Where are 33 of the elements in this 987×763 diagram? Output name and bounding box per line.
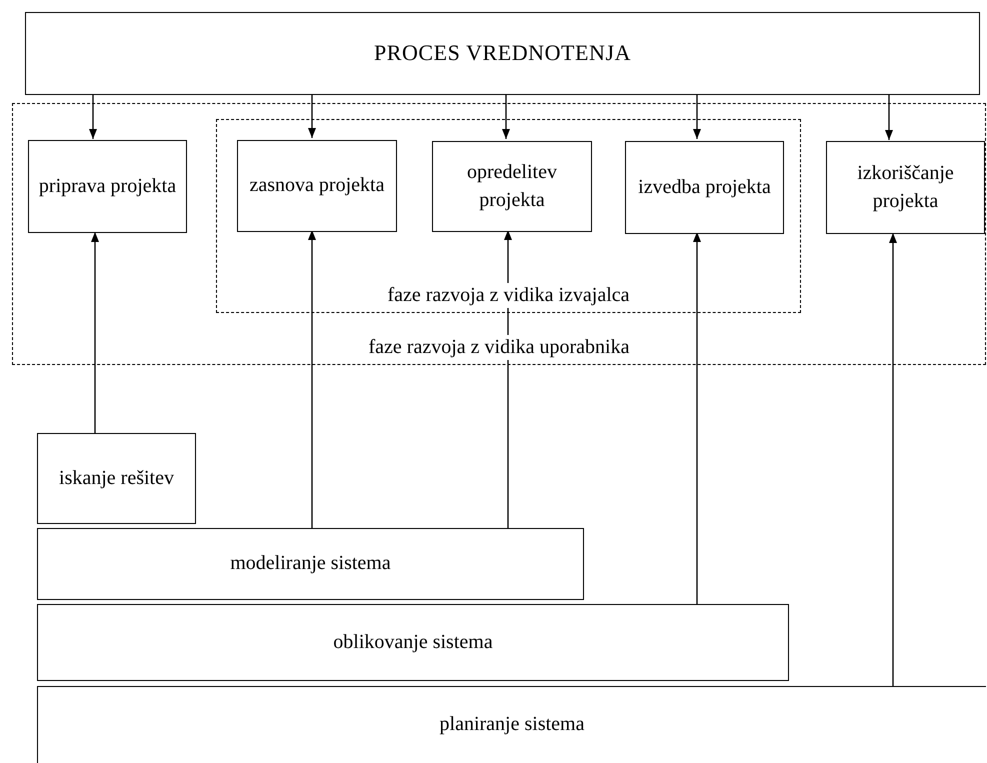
process-box — [28, 140, 187, 233]
box-label: priprava projekta — [38, 174, 176, 199]
box-label: PROCES VREDNOTENJA — [374, 39, 632, 68]
arrow — [502, 95, 510, 139]
process-box — [625, 141, 784, 234]
arrow — [889, 233, 897, 686]
box-label: opredelitev projekta — [466, 160, 558, 212]
box-label: izvedba projekta — [638, 174, 771, 200]
process-box — [37, 528, 584, 600]
box-label: zasnova projekta — [250, 173, 384, 198]
arrow — [308, 230, 316, 528]
arrow — [693, 95, 701, 139]
box-label: izkoriščanje projekta — [856, 161, 955, 214]
group-label: faze razvoja z vidika izvajalca — [387, 283, 630, 308]
process-box — [37, 433, 196, 524]
arrow — [308, 95, 316, 138]
process-box — [37, 604, 789, 681]
process-box — [37, 686, 986, 763]
process-box — [237, 140, 397, 232]
box-label: oblikovanje sistema — [333, 630, 493, 655]
arrow — [89, 95, 97, 139]
box-label: modeliranje sistema — [230, 551, 391, 576]
box-label: iskanje rešitev — [59, 466, 174, 491]
dashed-group-frame — [12, 103, 986, 365]
arrow — [885, 95, 893, 140]
box-label: planiranje sistema — [440, 712, 584, 738]
arrow — [693, 232, 701, 604]
arrow — [91, 232, 99, 433]
dashed-group-frame — [216, 119, 801, 313]
process-box — [826, 141, 985, 234]
process-box — [25, 12, 980, 95]
process-box — [432, 141, 592, 232]
group-label: faze razvoja z vidika uporabnika — [368, 335, 630, 360]
